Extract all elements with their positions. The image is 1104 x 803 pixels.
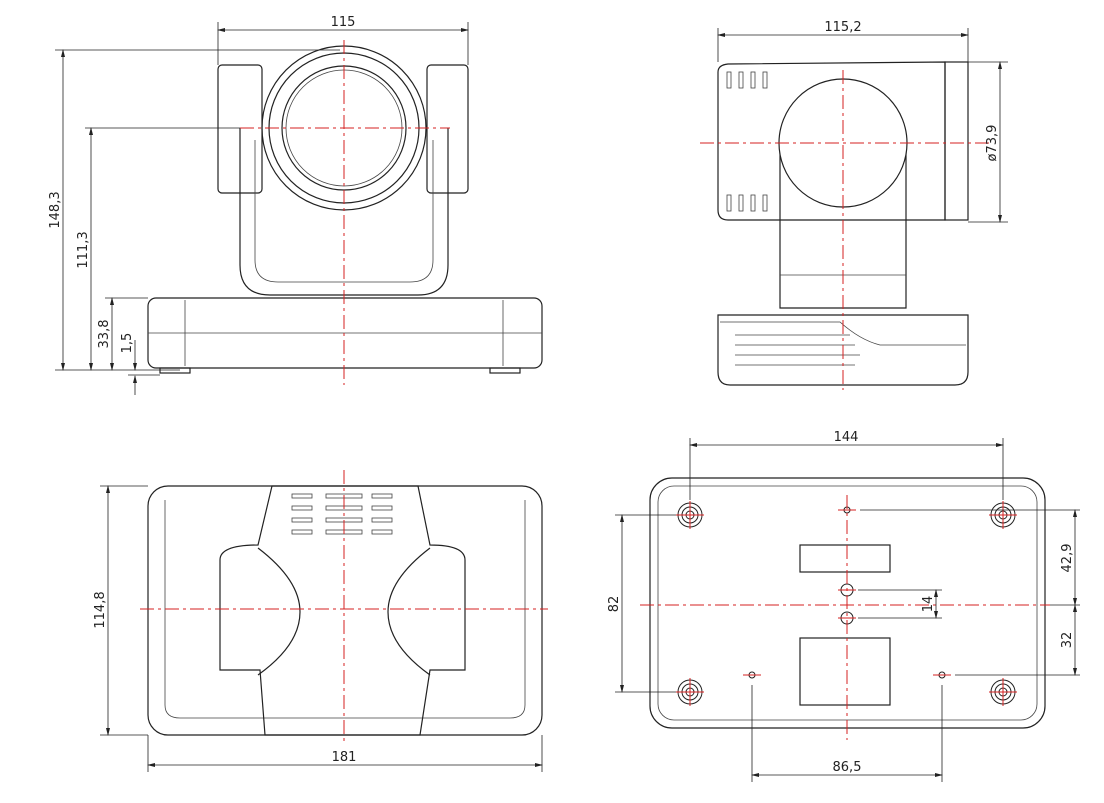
side-view: 115,2 ø73,9: [700, 20, 1008, 390]
dim-base-height: 33,8: [97, 320, 112, 349]
front-view: 115 148,3 111,3 33,8 1,5: [48, 15, 543, 395]
dim-top-width: 181: [332, 750, 357, 765]
dim-pin-spacing: 86,5: [833, 760, 862, 775]
dim-lens-diameter: ø73,9: [985, 125, 1000, 162]
top-view: 114,8 181: [93, 470, 548, 772]
dim-tripod-spacing: 14: [921, 596, 936, 613]
dim-lens-height: 111,3: [76, 231, 91, 268]
dim-total-height: 148,3: [48, 191, 63, 228]
dim-upper-offset: 42,9: [1060, 544, 1075, 573]
bottom-view: 144 82 42,9 32 14 86,5: [607, 430, 1080, 782]
dim-front-width: 115: [331, 15, 356, 30]
dim-hole-spacing-y: 82: [607, 596, 622, 613]
dim-lower-offset: 32: [1060, 632, 1075, 649]
dim-side-width: 115,2: [824, 20, 861, 35]
dim-hole-spacing-x: 144: [834, 430, 859, 445]
dim-top-depth: 114,8: [93, 591, 108, 628]
dim-foot-height: 1,5: [120, 333, 135, 354]
